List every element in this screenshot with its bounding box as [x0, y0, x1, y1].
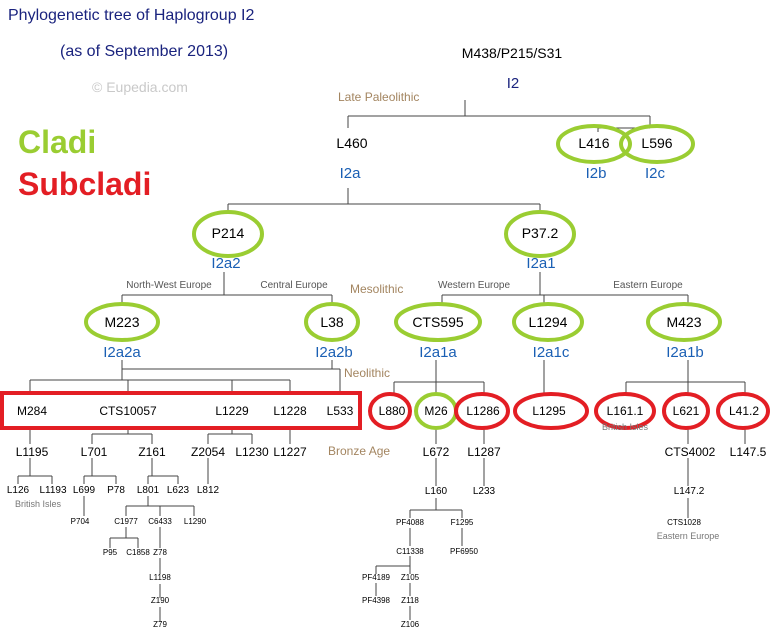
- node-cts1028: CTS1028: [667, 518, 701, 527]
- node-i2b: I2b: [585, 165, 607, 182]
- node-l1227: L1227: [273, 445, 307, 459]
- node-l460: L460: [336, 135, 368, 151]
- node-l233: L233: [472, 486, 496, 497]
- diagram-title-line2: (as of September 2013): [60, 43, 229, 60]
- node-cts4002: CTS4002: [664, 445, 716, 459]
- node-l38: L38: [320, 314, 344, 330]
- node-l412: L41.2: [728, 404, 760, 418]
- node-m26: M26: [424, 404, 448, 418]
- node-z78: Z78: [153, 548, 167, 557]
- node-l1475: L147.5: [729, 445, 767, 459]
- node-l533: L533: [326, 404, 354, 418]
- node-c11338: C11338: [396, 547, 424, 556]
- node-pf4189: PF4189: [361, 573, 391, 582]
- node-i2a2a: I2a2a: [103, 344, 141, 361]
- node-l1294: L1294: [528, 314, 568, 330]
- region-eastern-europe: Eastern Europe: [613, 280, 683, 291]
- region-british-isles-east: British Isles: [601, 422, 649, 432]
- node-l1229: L1229: [215, 404, 249, 418]
- node-l623: L623: [166, 485, 190, 496]
- node-cts595: CTS595: [412, 314, 464, 330]
- node-m423: M423: [666, 314, 702, 330]
- node-c6433: C6433: [148, 517, 172, 526]
- node-l126: L126: [6, 485, 30, 496]
- node-i2a1: I2a1: [526, 255, 556, 272]
- node-i2c: I2c: [644, 165, 666, 182]
- node-root-haplogroup: I2: [506, 75, 520, 92]
- node-z190: Z190: [150, 596, 170, 605]
- node-f1295: F1295: [450, 518, 474, 527]
- node-i2a1c: I2a1c: [532, 344, 570, 361]
- node-l1286: L1286: [466, 404, 500, 418]
- legend-clades: Cladi: [18, 124, 97, 160]
- node-l812: L812: [196, 485, 220, 496]
- node-m284: M284: [16, 404, 48, 418]
- region-central-europe: Central Europe: [260, 280, 328, 291]
- node-l699: L699: [72, 485, 96, 496]
- era-neolithic: Neolithic: [344, 366, 391, 380]
- node-i2a2: I2a2: [211, 255, 241, 272]
- node-i2a2b: I2a2b: [315, 344, 353, 361]
- node-cts10057: CTS10057: [99, 404, 157, 418]
- region-north-west-europe: North-West Europe: [126, 280, 212, 291]
- node-z105: Z105: [400, 573, 420, 582]
- node-l672: L672: [422, 445, 450, 459]
- node-l416: L416: [578, 135, 610, 151]
- node-pf4398: PF4398: [361, 596, 391, 605]
- node-l1195: L1195: [15, 445, 49, 459]
- node-l1228: L1228: [273, 404, 307, 418]
- node-l1230: L1230: [235, 445, 269, 459]
- node-i2a: I2a: [339, 165, 361, 182]
- node-p37: P37.2: [521, 225, 559, 241]
- node-m223: M223: [104, 314, 140, 330]
- node-p95: P95: [102, 548, 118, 557]
- node-z118: Z118: [401, 596, 419, 605]
- era-bronze-age: Bronze Age: [328, 444, 391, 458]
- node-p78: P78: [107, 485, 125, 496]
- node-l801: L801: [136, 485, 160, 496]
- node-l1472: L147.2: [673, 486, 705, 497]
- node-p704: P704: [70, 517, 90, 526]
- node-l701: L701: [80, 445, 108, 459]
- node-l1295: L1295: [532, 404, 566, 418]
- node-l1193: L1193: [39, 485, 67, 496]
- node-z106: Z106: [400, 620, 420, 629]
- diagram-title-line1: Phylogenetic tree of Haplogroup I2: [8, 7, 255, 24]
- era-mesolithic: Mesolithic: [350, 282, 404, 296]
- node-z161: Z161: [138, 445, 166, 459]
- node-i2a1b: I2a1b: [666, 344, 704, 361]
- node-p214: P214: [211, 225, 245, 241]
- era-late-paleolithic: Late Paleolithic: [338, 90, 420, 104]
- watermark: © Eupedia.com: [92, 79, 188, 95]
- region-western-europe: Western Europe: [437, 280, 511, 291]
- node-l596: L596: [641, 135, 673, 151]
- node-l160: L160: [424, 486, 448, 497]
- node-c1858: C1858: [126, 548, 150, 557]
- node-pf4088: PF4088: [395, 518, 425, 527]
- node-root-snp: M438/P215/S31: [461, 45, 563, 61]
- node-l621: L621: [672, 404, 700, 418]
- legend-subclades: Subcladi: [18, 166, 152, 202]
- node-l161: L161.1: [606, 404, 644, 418]
- node-z2054: Z2054: [190, 445, 226, 459]
- node-pf6950: PF6950: [449, 547, 479, 556]
- node-z79: Z79: [153, 620, 167, 629]
- node-c1977: C1977: [114, 517, 138, 526]
- node-l1290: L1290: [183, 517, 207, 526]
- region-british-isles: British Isles: [14, 499, 62, 509]
- node-l1198: L1198: [149, 573, 171, 582]
- node-l880: L880: [378, 404, 406, 418]
- node-i2a1a: I2a1a: [419, 344, 457, 361]
- region-eastern-europe-2: Eastern Europe: [656, 531, 720, 541]
- node-l1287: L1287: [467, 445, 501, 459]
